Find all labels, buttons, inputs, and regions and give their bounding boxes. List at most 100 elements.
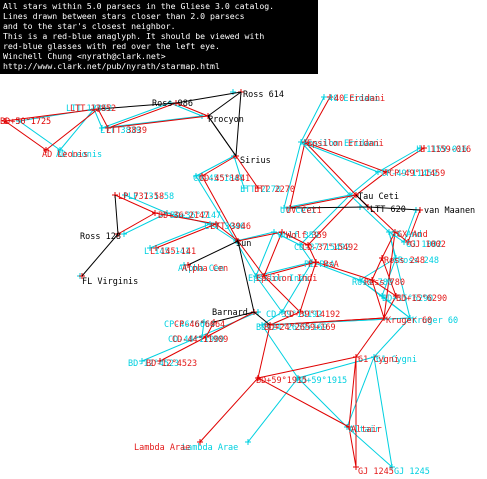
star-marker-cyan [57, 147, 63, 153]
link-line-red [304, 141, 387, 173]
star-marker-cyan [147, 245, 153, 251]
star-label-cyan: 40 Eridani [328, 94, 379, 104]
star-label-cyan: Pi PsA [304, 260, 335, 270]
star-label-cyan: CP-49°11459 [381, 169, 437, 179]
star-label-cyan: BD-12°4523 [128, 359, 179, 369]
link-line [207, 115, 237, 157]
star-marker-red [305, 242, 311, 248]
link-line-red [97, 108, 109, 129]
link-line [114, 194, 119, 235]
star-marker-red [157, 358, 163, 364]
star-label: GJ 1245 [358, 467, 394, 477]
star-marker-cyan [253, 273, 259, 279]
star-label: Ross 614 [243, 90, 284, 100]
link-line-cyan [311, 261, 361, 281]
star-label: CP-46°6664 [174, 320, 225, 330]
link-line-red [304, 141, 357, 196]
star-label: Kruger 60 [386, 316, 432, 326]
info-line-7: http://www.clark.net/pub/nyrath/starmap.… [3, 61, 220, 71]
star-label-cyan: Alpha Cen [178, 264, 224, 274]
link-line-cyan [349, 194, 390, 233]
link-line-red [383, 231, 396, 319]
star-label-cyan: BD+36°2147 [170, 211, 221, 221]
link-line-red [281, 231, 309, 246]
star-label: LTT 12852 [70, 104, 116, 114]
star-marker-cyan [230, 89, 236, 95]
link-line [253, 311, 271, 326]
star-label: BD+50°1725 [0, 117, 51, 127]
star-marker-red [327, 94, 333, 100]
link-line [367, 206, 421, 211]
star-label: Tau Ceti [358, 192, 399, 202]
star-marker-red [2, 118, 8, 124]
link-line-cyan [283, 141, 302, 209]
info-line-5: red-blue glasses with red over the left … [3, 41, 220, 51]
star-label: Ross 128 [80, 232, 121, 242]
link-line-red [107, 115, 209, 129]
star-label: FL Virginis [82, 277, 138, 287]
star-marker-cyan [407, 315, 413, 321]
star-marker-red [153, 245, 159, 251]
star-marker-red [353, 464, 359, 470]
star-marker-cyan [386, 229, 392, 235]
star-label: Wolf 359 [286, 231, 327, 241]
link-line-red [237, 231, 283, 242]
star-marker-cyan [393, 255, 399, 261]
link-line-red [257, 324, 271, 379]
star-marker-red [346, 424, 352, 430]
star-label-cyan: CD-44°11909 [168, 335, 224, 345]
link-line-red [4, 108, 99, 122]
star-label-cyan: LTT 3946 [204, 222, 245, 232]
link-line-red [385, 147, 425, 173]
star-marker-red [255, 375, 261, 381]
star-marker-cyan [139, 358, 145, 364]
link-line-red [199, 377, 259, 443]
link-line-cyan [297, 377, 348, 428]
star-label-cyan: Wolf 359 [278, 231, 319, 241]
star-marker-cyan [241, 185, 247, 191]
star-label: LTT 620 [370, 205, 406, 215]
link-line-red [269, 311, 301, 326]
link-line [355, 194, 369, 208]
star-label: Barnard [212, 308, 248, 318]
link-line-cyan [101, 115, 203, 129]
link-line-red [263, 261, 317, 277]
link-line-cyan [169, 102, 203, 117]
link-line-cyan [209, 223, 237, 242]
link-line-red [4, 120, 47, 151]
star-label: UV Ceti [286, 206, 322, 216]
star-label-cyan: L 145-141 [144, 247, 190, 257]
link-line-red [304, 96, 331, 143]
link-line-red [348, 356, 357, 428]
link-line-red [114, 194, 156, 214]
star-label: CD-39°14192 [284, 310, 340, 320]
star-label-cyan: Ross 248 [398, 256, 439, 266]
star-marker-cyan [357, 277, 363, 283]
link-line-cyan [273, 231, 301, 246]
link-line-cyan [195, 155, 235, 177]
link-line [235, 91, 242, 157]
link-line [187, 240, 239, 266]
link-line-cyan [233, 155, 245, 189]
star-label: Ross 986 [152, 99, 193, 109]
info-line-3: and to the star's closest neighbor. [3, 21, 176, 31]
link-line-red [289, 141, 306, 209]
info-line-1: All stars within 5.0 parsecs in the Glie… [3, 1, 275, 11]
link-line-red [263, 231, 283, 277]
star-label: CD-37°15492 [302, 243, 358, 253]
star-marker-red [213, 221, 219, 227]
star-marker-red [302, 139, 308, 145]
link-line-red [289, 194, 357, 209]
star-label: 40 Eridani [334, 94, 385, 104]
star-label-cyan: L 1159-016 [416, 145, 467, 155]
star-label: CP-49°11459 [389, 169, 445, 179]
star-marker-red [392, 229, 398, 235]
star-label-cyan: CD-45°1841 [193, 174, 244, 184]
star-label-cyan: LTT 12852 [66, 104, 112, 114]
star-marker-cyan [295, 375, 301, 381]
link-line-red [383, 295, 397, 319]
link-line-cyan [349, 171, 379, 196]
star-marker-red [105, 125, 111, 131]
star-label: Lambda Arae [134, 443, 190, 453]
